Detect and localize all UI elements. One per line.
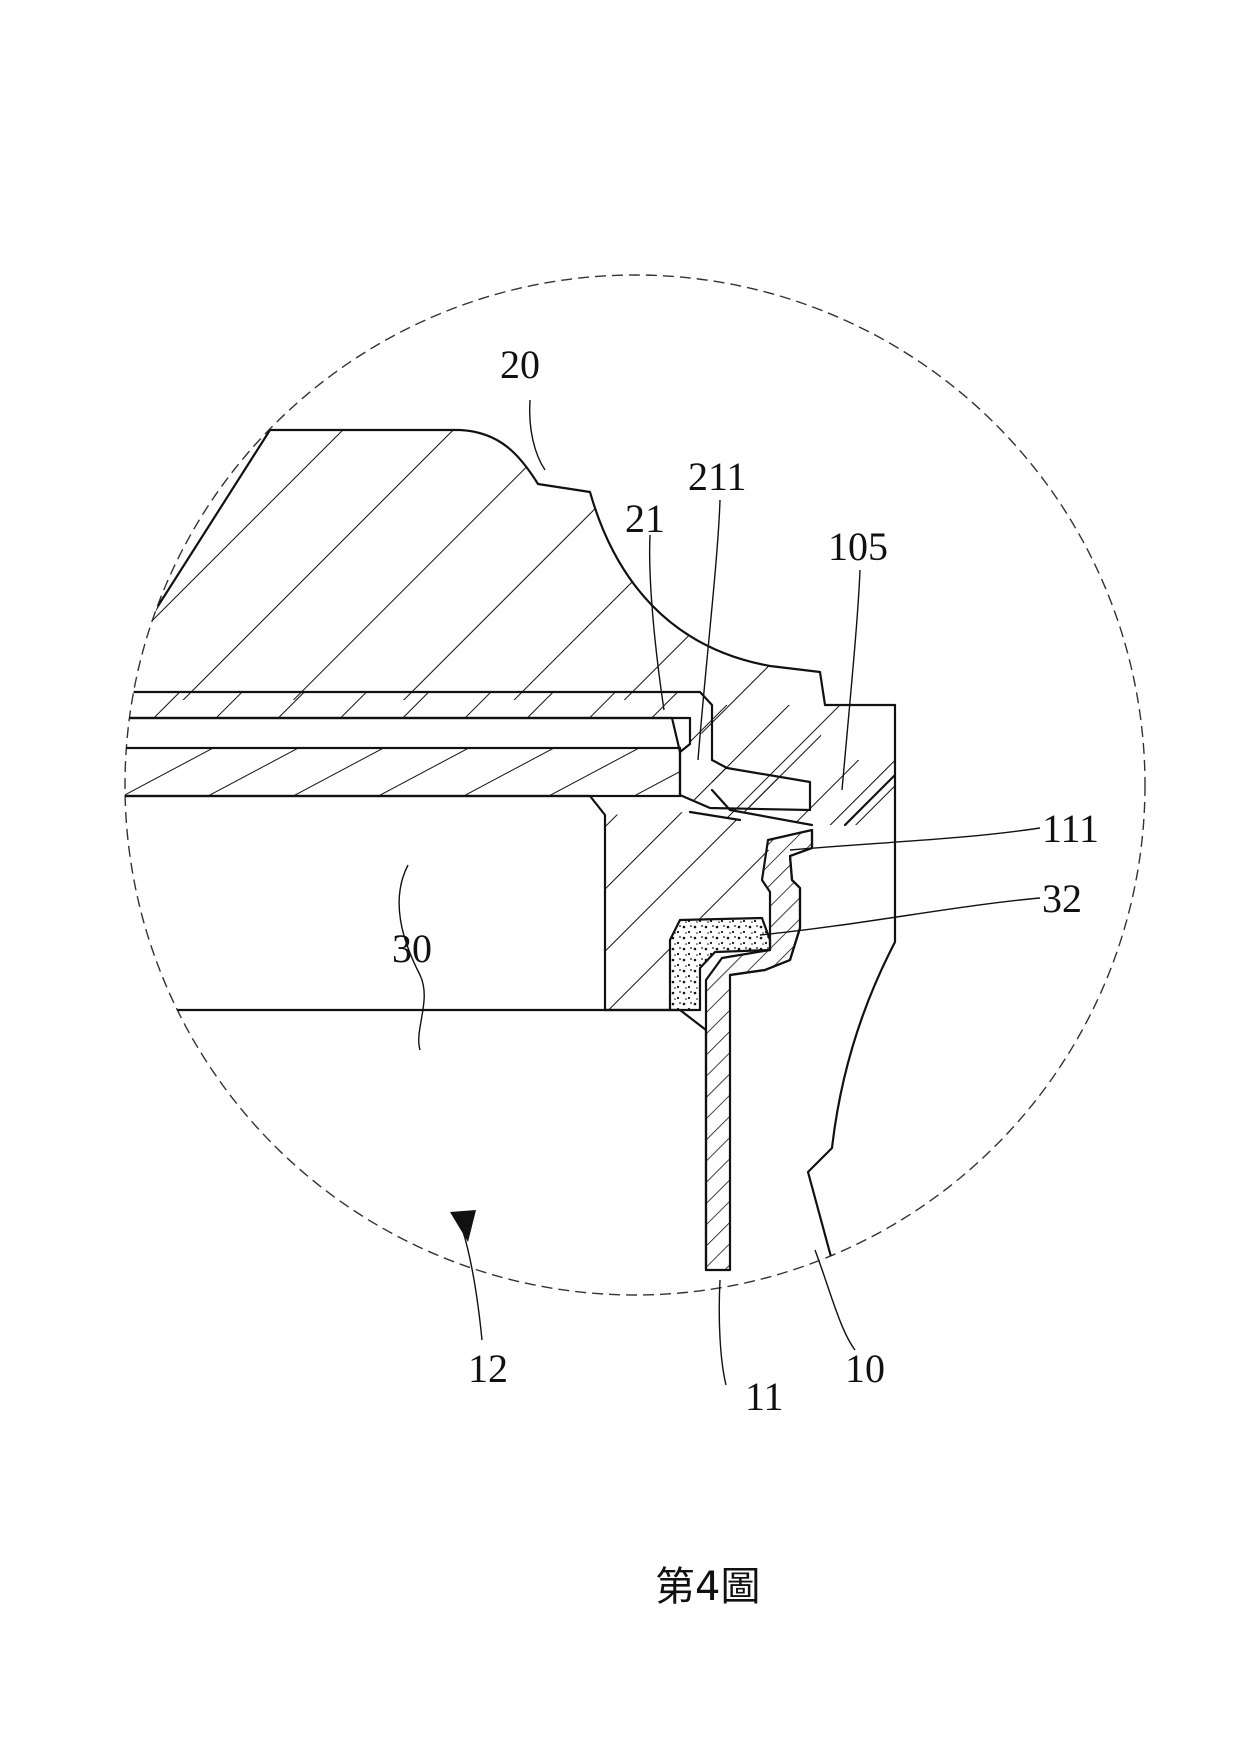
label-32: 32: [1042, 876, 1082, 921]
label-11: 11: [745, 1374, 784, 1419]
board-30: [100, 748, 680, 796]
label-211: 211: [688, 454, 747, 499]
label-20: 20: [500, 342, 540, 387]
arrow-head-12: [450, 1210, 476, 1242]
label-30: 30: [392, 926, 432, 971]
label-105: 105: [828, 524, 888, 569]
label-12: 12: [468, 1346, 508, 1391]
figure-caption: 第4圖: [655, 1564, 760, 1610]
label-21: 21: [625, 496, 665, 541]
label-10: 10: [845, 1346, 885, 1391]
label-111: 111: [1042, 806, 1099, 851]
